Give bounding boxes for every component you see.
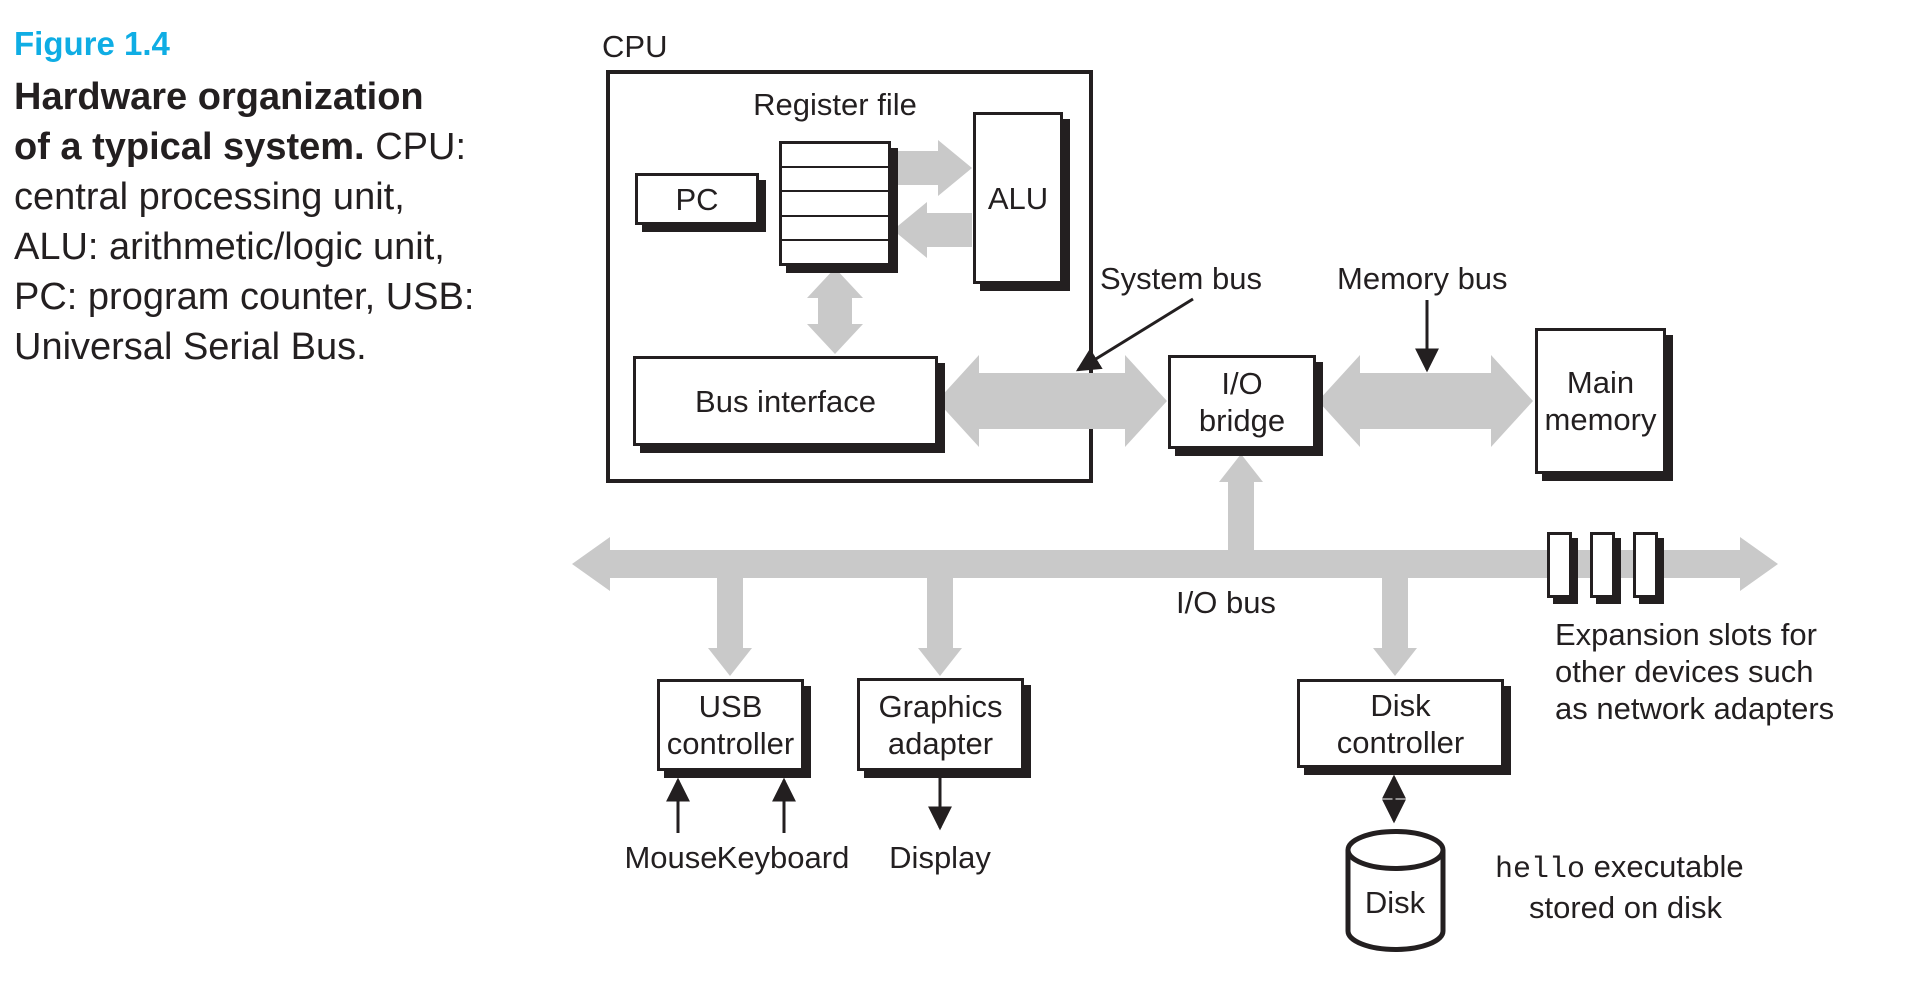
main-memory-label-line2: memory: [1544, 402, 1657, 437]
usb-connector-body: [717, 560, 743, 648]
regfile-businterface-double-arrow: [807, 268, 863, 354]
register-file-row: [782, 190, 888, 214]
main-memory-box: Main memory: [1535, 328, 1666, 474]
register-file-label: Register file: [753, 87, 917, 122]
io-bridge-connector-body: [1228, 482, 1254, 568]
hello-note-line1: hello executable: [1495, 848, 1744, 889]
disk-cylinder-body: [1345, 850, 1446, 952]
bus-interface-label: Bus interface: [695, 383, 876, 419]
caption-text: CPU:: [375, 126, 467, 168]
register-file-row: [782, 144, 888, 166]
hello-filename-text: hello: [1495, 853, 1586, 887]
alu-box: ALU: [973, 112, 1063, 284]
disk-connector-head: [1373, 648, 1417, 676]
graphics-adapter-label-line2: adapter: [887, 725, 994, 761]
io-bus-label: I/O bus: [1176, 585, 1276, 620]
graphics-adapter-box: Graphics adapter: [857, 678, 1024, 771]
caption-line: ALU: arithmetic/logic unit,: [14, 222, 574, 272]
io-bridge-label-line2: bridge: [1198, 403, 1286, 438]
expansion-slot: [1547, 532, 1572, 598]
disk-controller-label-line2: controller: [1336, 724, 1465, 760]
system-bus-arrow: [937, 355, 1167, 447]
caption-text: Universal Serial Bus.: [14, 326, 367, 368]
hello-note-line2: stored on disk: [1529, 890, 1722, 925]
caption-bold-text: Hardware organization: [14, 76, 424, 118]
usb-controller-label-line1: USB: [698, 689, 763, 724]
keyboard-label: Keyboard: [716, 840, 850, 875]
expansion-note-line2: other devices such: [1555, 654, 1814, 689]
main-memory-label-line1: Main: [1566, 365, 1635, 400]
pc-box-label: PC: [675, 181, 719, 217]
alu-box-label: ALU: [987, 180, 1049, 216]
io-bridge-connector-head: [1219, 454, 1263, 482]
usb-controller-box: USB controller: [657, 679, 804, 771]
system-bus-label: System bus: [1100, 261, 1262, 296]
hello-executable-note: hello executable stored on disk: [1495, 848, 1744, 926]
figure-number-label: Figure 1.4: [14, 25, 170, 62]
register-file-row: [782, 214, 888, 239]
alu-to-regfile-arrow: [893, 202, 972, 258]
caption-text: central processing unit,: [14, 176, 405, 218]
expansion-slot: [1633, 532, 1658, 598]
memory-bus-label: Memory bus: [1337, 261, 1508, 296]
io-bridge-box: I/O bridge: [1168, 355, 1316, 449]
register-file-row: [782, 166, 888, 190]
mouse-label: Mouse: [624, 840, 718, 875]
io-bus-arrow: [572, 537, 1778, 591]
register-file-row: [782, 238, 888, 263]
graphics-adapter-label-line1: Graphics: [878, 688, 1003, 724]
expansion-note-line1: Expansion slots for: [1555, 617, 1817, 652]
disk-cylinder-top: [1345, 829, 1446, 871]
bus-interface-box: Bus interface: [633, 356, 938, 446]
expansion-slots-note: Expansion slots for other devices such a…: [1555, 616, 1834, 727]
caption-line: of a typical system.CPU:: [14, 122, 574, 172]
caption-bold-text: of a typical system.: [14, 126, 365, 168]
usb-connector-head: [708, 648, 752, 676]
disk-label: Disk: [1364, 885, 1426, 920]
graphics-connector-head: [918, 648, 962, 676]
register-file-box: [779, 141, 891, 266]
usb-controller-label-line2: controller: [666, 726, 795, 761]
caption-line: PC: program counter, USB:: [14, 272, 574, 322]
expansion-note-line3: as network adapters: [1555, 691, 1835, 726]
caption-line: Universal Serial Bus.: [14, 322, 574, 372]
disk-connector-body: [1382, 560, 1408, 648]
pc-box: PC: [635, 173, 759, 225]
memory-bus-arrow: [1318, 355, 1533, 447]
caption-line: central processing unit,: [14, 172, 574, 222]
cpu-label: CPU: [602, 29, 668, 64]
caption-line: Hardware organization: [14, 72, 574, 122]
disk-controller-box: Disk controller: [1297, 679, 1504, 768]
figure-caption: Hardware organization of a typical syste…: [14, 72, 574, 372]
caption-text: ALU: arithmetic/logic unit,: [14, 226, 445, 268]
regfile-to-alu-arrow: [893, 140, 972, 196]
disk-controller-label-line1: Disk: [1370, 687, 1431, 723]
cpu-boundary-box: [606, 70, 1093, 483]
expansion-slot: [1590, 532, 1615, 598]
thin-pointer-arrows: [666, 297, 1439, 833]
caption-text: PC: program counter, USB:: [14, 276, 475, 318]
hello-note-text: executable: [1585, 849, 1744, 884]
disk-cylinder: [1345, 829, 1446, 952]
io-bridge-label-line1: I/O: [1221, 366, 1263, 401]
system-bus-pointer-arrow: [1075, 297, 1194, 372]
graphics-connector-body: [927, 560, 953, 648]
display-label: Display: [889, 840, 991, 875]
gray-bus-arrows: [572, 140, 1778, 676]
